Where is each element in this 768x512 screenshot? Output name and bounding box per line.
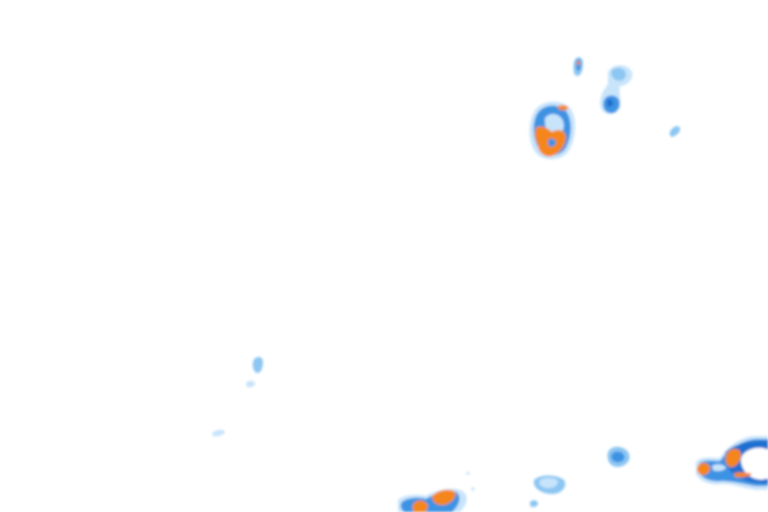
storm-cell-north-small [573, 57, 583, 76]
storm-cell-east-small [669, 126, 681, 137]
storm-cell-south [398, 471, 475, 512]
storm-cell-north [529, 101, 576, 160]
shower-west [212, 356, 263, 437]
storm-cell-northeast [600, 65, 633, 114]
storm-cell-south-center [530, 475, 566, 508]
storm-cell-southeast-small [607, 446, 630, 467]
storm-cell-east [696, 436, 768, 490]
